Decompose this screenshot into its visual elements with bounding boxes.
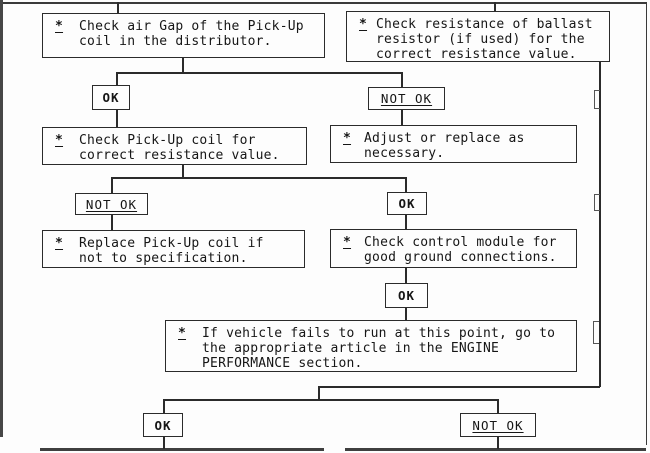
box-text-line: Check Pick-Up coil for [79, 133, 256, 148]
connector-line [163, 399, 165, 413]
box-text-line: the appropriate article in the ENGINE [202, 341, 500, 356]
connector-line [163, 399, 498, 401]
flow-label-ok: OK [143, 413, 183, 437]
connector-line [116, 72, 118, 86]
border-right [645, 2, 648, 445]
connector-line [117, 2, 119, 13]
flow-label-text: NOT OK [85, 196, 138, 212]
box-text-line: PERFORMANCE section. [202, 356, 363, 371]
flow-box-engine-performance-note: * If vehicle fails to run at this point,… [165, 320, 577, 372]
flow-label-not-ok: NOT OK [368, 87, 445, 110]
footnote-asterisk: * [55, 236, 64, 251]
line-bracket-artifact [594, 90, 600, 109]
connector-line [405, 177, 407, 192]
flow-label-text: NOT OK [472, 417, 524, 433]
flow-box-check-control-module: * Check control module for good ground c… [330, 229, 577, 268]
footnote-asterisk: * [359, 17, 368, 32]
truncated-box-top-right [345, 448, 646, 451]
footnote-asterisk: * [55, 19, 64, 34]
connector-line [163, 437, 165, 449]
connector-line [405, 268, 407, 283]
flow-label-text: OK [102, 90, 120, 105]
flow-box-check-air-gap: * Check air Gap of the Pick-Up coil in t… [42, 13, 325, 58]
footnote-asterisk: * [178, 326, 187, 341]
flow-label-text: OK [397, 288, 416, 303]
connector-line [111, 177, 406, 179]
flow-label-text: OK [398, 196, 416, 211]
connector-line-tall-right [599, 62, 601, 387]
line-bracket-artifact [593, 321, 599, 344]
box-text-line: Check air Gap of the Pick-Up [79, 19, 304, 34]
flow-label-ok: OK [387, 192, 427, 215]
flow-label-ok: OK [385, 283, 428, 308]
box-text-line: Check control module for [364, 235, 557, 250]
connector-line [182, 58, 184, 73]
connector-line [116, 72, 402, 74]
connector-line [494, 2, 496, 11]
connector-line [318, 386, 600, 388]
box-text-line: Replace Pick-Up coil if [79, 236, 264, 251]
connector-line [405, 308, 407, 320]
connector-line [111, 177, 113, 193]
flow-label-not-ok: NOT OK [460, 413, 536, 437]
truncated-box-top-left [40, 448, 324, 451]
connector-line [182, 165, 184, 178]
box-text-line: Check resistance of ballast [376, 17, 593, 32]
line-bracket-artifact [594, 194, 600, 211]
connector-line [401, 72, 403, 87]
flow-box-adjust-or-replace: * Adjust or replace as necessary. [330, 125, 577, 163]
flow-label-text: NOT OK [380, 91, 433, 106]
connector-line [116, 110, 118, 127]
box-text-line: not to specification. [79, 251, 248, 266]
connector-line [497, 399, 499, 413]
footnote-asterisk: * [343, 235, 352, 250]
footnote-asterisk: * [343, 131, 352, 146]
box-text-line: correct resistance value. [376, 47, 577, 62]
box-text-line: If vehicle fails to run at this point, g… [202, 326, 556, 341]
connector-line [318, 386, 320, 400]
flow-label-not-ok: NOT OK [75, 193, 148, 215]
border-top [2, 2, 647, 4]
box-text-line: resistor (if used) for the [376, 32, 585, 47]
connector-line [111, 215, 113, 230]
border-left [0, 0, 3, 437]
connector-line [497, 437, 499, 449]
flow-box-replace-pickup-coil: * Replace Pick-Up coil if not to specifi… [42, 230, 305, 268]
flow-box-check-pickup-coil: * Check Pick-Up coil for correct resista… [42, 127, 307, 165]
box-text-line: necessary. [364, 146, 445, 161]
flow-label-text: OK [154, 417, 172, 433]
box-text-line: coil in the distributor. [79, 34, 272, 49]
connector-line [405, 215, 407, 229]
box-text-line: correct resistance value. [79, 148, 280, 163]
connector-line [401, 110, 403, 125]
box-text-line: good ground connections. [364, 250, 557, 265]
flow-label-ok: OK [92, 85, 130, 110]
flow-box-check-ballast-resistor: * Check resistance of ballast resistor (… [346, 11, 610, 62]
box-text-line: Adjust or replace as [364, 131, 525, 146]
footnote-asterisk: * [55, 133, 64, 148]
